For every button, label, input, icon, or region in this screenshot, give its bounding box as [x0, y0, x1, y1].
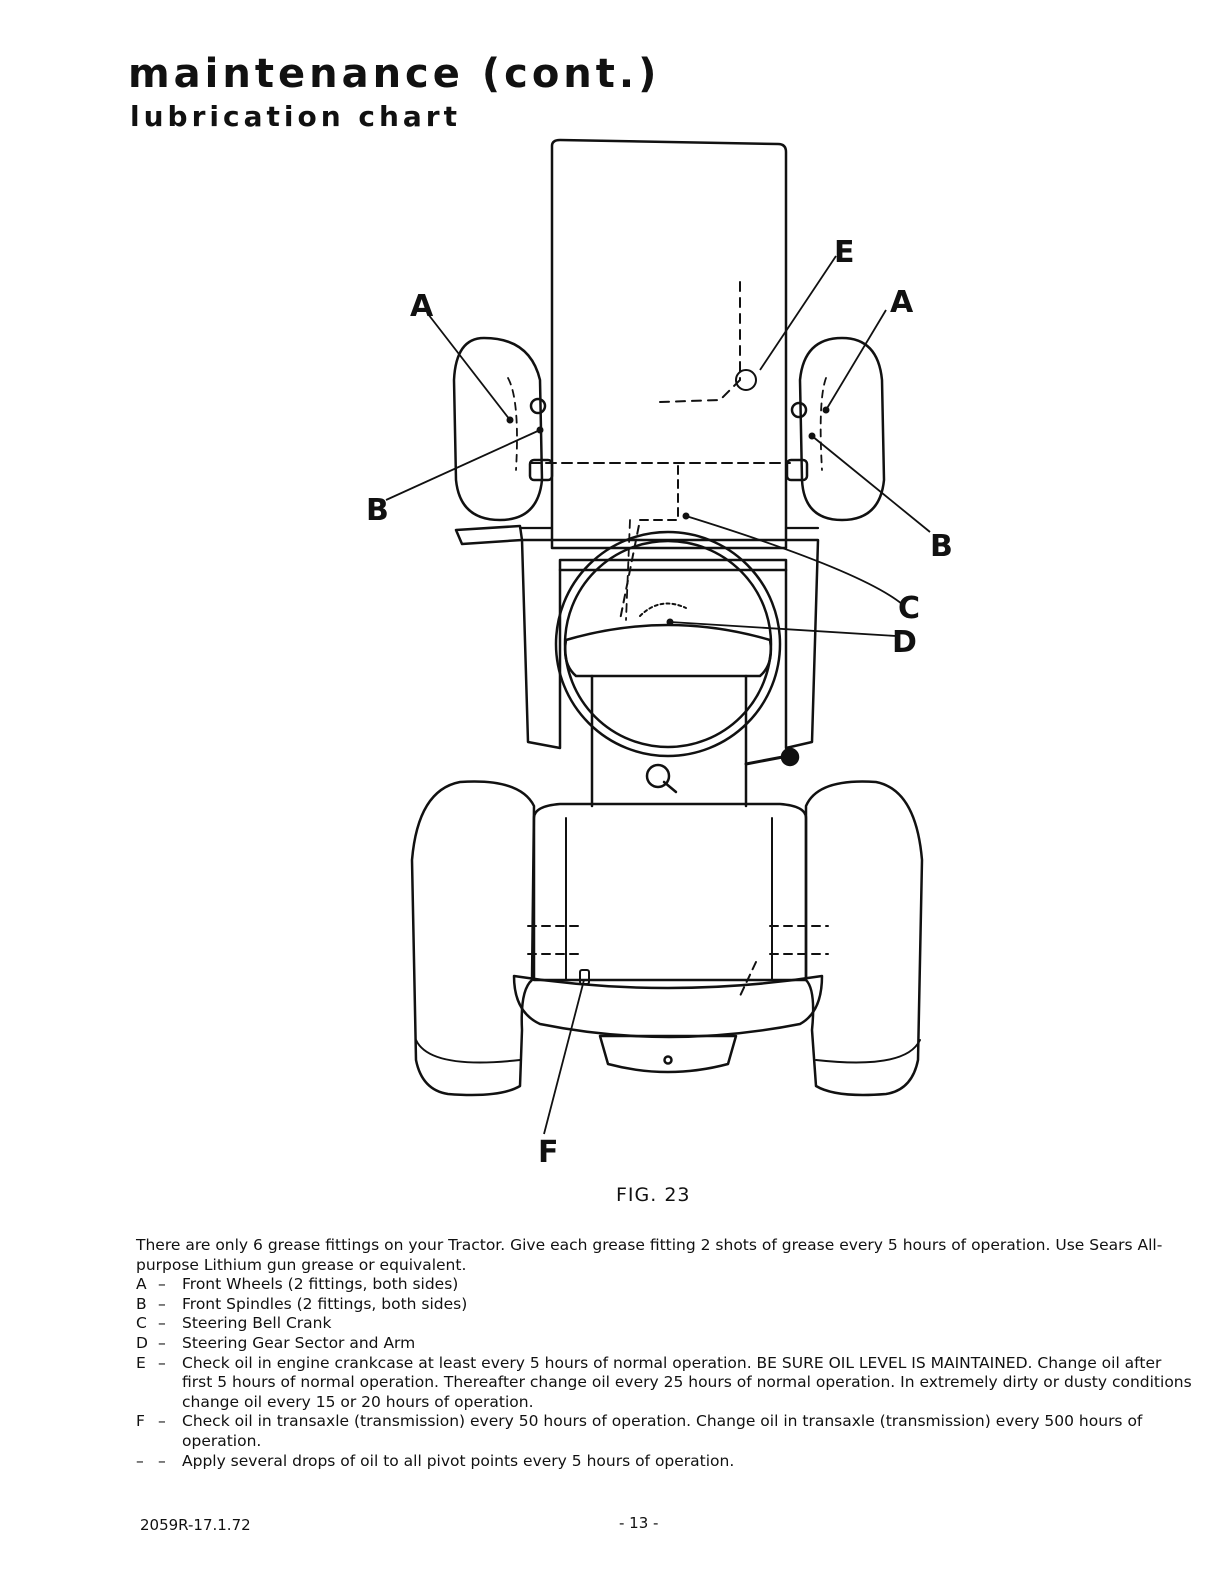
page-number: - 13 - — [619, 1514, 659, 1532]
callout-line-d — [669, 621, 897, 637]
figure-caption: FIG. 23 — [616, 1184, 691, 1206]
callout-line-a-right — [825, 309, 887, 411]
callout-line-a-left — [427, 313, 511, 421]
right-rear-tire — [804, 780, 924, 1097]
item-separator: – — [158, 1353, 166, 1372]
item-separator: – — [158, 1275, 166, 1294]
item-separator: – — [158, 1294, 166, 1313]
section-subtitle: lubrication chart — [130, 100, 461, 133]
body-column — [590, 674, 748, 808]
gear-sector — [639, 602, 687, 617]
item-key: E — [136, 1353, 146, 1372]
item-key: F — [136, 1412, 145, 1431]
transaxle-dashed — [527, 925, 829, 997]
callout-label-b-left: B — [366, 493, 389, 528]
item-separator: – — [158, 1412, 166, 1431]
callout-label-c: C — [898, 591, 920, 626]
list-item: B – Front Spindles (2 fittings, both sid… — [136, 1295, 1196, 1315]
item-key: C — [136, 1314, 147, 1333]
intro-paragraph: There are only 6 grease fittings on your… — [136, 1236, 1163, 1274]
item-separator: – — [158, 1333, 166, 1352]
callout-line-e — [759, 255, 837, 371]
item-description: Steering Bell Crank — [182, 1314, 332, 1333]
list-item: E – Check oil in engine crankcase at lea… — [136, 1354, 1196, 1413]
dash-panel — [520, 538, 820, 750]
callout-label-e: E — [834, 235, 855, 270]
callout-line-b-left — [385, 429, 541, 501]
item-description: Check oil in transaxle (transmission) ev… — [182, 1412, 1143, 1450]
item-key: D — [136, 1333, 148, 1352]
list-item: F – Check oil in transaxle (transmission… — [136, 1412, 1196, 1451]
rear-deck — [512, 974, 824, 1039]
lubrication-instructions: There are only 6 grease fittings on your… — [136, 1236, 1196, 1471]
left-rear-tire — [410, 780, 536, 1097]
seat — [563, 623, 773, 678]
item-description: Check oil in engine crankcase at least e… — [182, 1353, 1192, 1411]
steering-linkage-dashed — [619, 465, 679, 621]
fitting-list: A – Front Wheels (2 fittings, both sides… — [136, 1275, 1196, 1471]
list-item: D – Steering Gear Sector and Arm — [136, 1334, 1196, 1354]
right-front-tire — [798, 336, 886, 522]
list-item: A – Front Wheels (2 fittings, both sides… — [136, 1275, 1196, 1295]
callout-label-d: D — [892, 625, 917, 660]
callout-line-f — [543, 979, 585, 1135]
item-separator: – — [158, 1314, 166, 1333]
callout-line-c — [685, 515, 903, 605]
engine-dashed — [659, 281, 741, 403]
item-key: – — [136, 1451, 144, 1470]
callout-label-a-right: A — [890, 285, 914, 320]
fill-plug — [579, 969, 590, 985]
item-separator: – — [158, 1451, 166, 1470]
fuel-cap — [645, 763, 671, 789]
item-description: Apply several drops of oil to all pivot … — [182, 1451, 735, 1470]
item-description: Front Spindles (2 fittings, both sides) — [182, 1294, 468, 1313]
item-description: Front Wheels (2 fittings, both sides) — [182, 1275, 459, 1294]
callout-label-f: F — [538, 1135, 559, 1170]
list-item: C – Steering Bell Crank — [136, 1314, 1196, 1334]
right-spindle-hub — [790, 401, 808, 419]
callout-label-a-left: A — [410, 289, 434, 324]
front-bar — [454, 524, 524, 546]
hood-outline — [550, 138, 788, 550]
callout-line-b-right — [811, 435, 931, 533]
left-front-tire — [452, 336, 544, 522]
item-key: B — [136, 1294, 147, 1313]
item-description: Steering Gear Sector and Arm — [182, 1333, 416, 1352]
list-item: – – Apply several drops of oil to all pi… — [136, 1452, 1196, 1472]
document-code: 2059R-17.1.72 — [140, 1516, 251, 1534]
steering-wheel — [554, 530, 782, 758]
item-key: A — [136, 1275, 147, 1294]
callout-label-b-right: B — [930, 529, 953, 564]
page-title: maintenance (cont.) — [128, 51, 661, 97]
transaxle — [598, 1034, 738, 1074]
left-spindle-hub — [529, 397, 547, 415]
